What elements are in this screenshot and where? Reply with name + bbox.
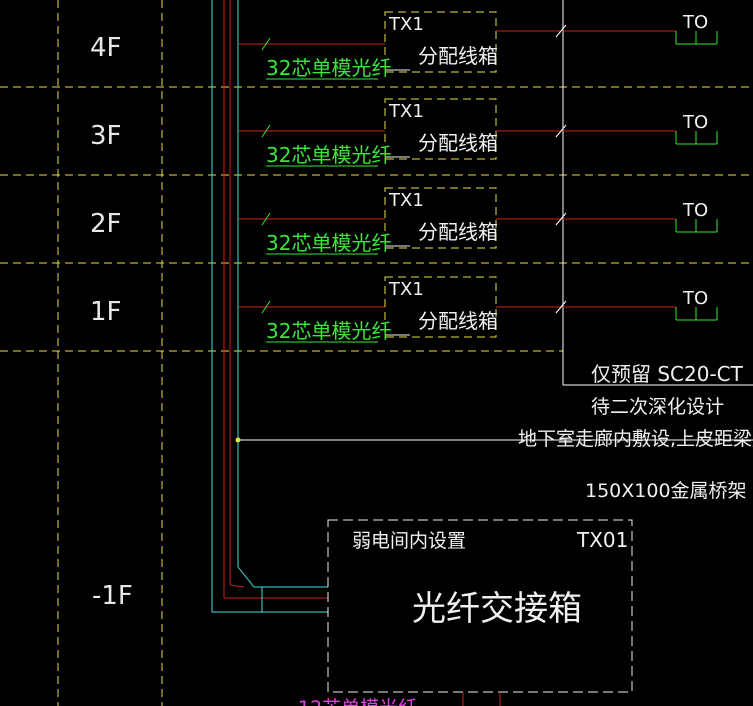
riser-bends	[211, 562, 328, 613]
distribution-box-3f	[384, 98, 497, 160]
floor-label-3f: 3F	[90, 121, 122, 151]
basement-note: 地下室走廊内敷设,上皮距梁底0	[518, 428, 753, 450]
outlet-label-2f: TO	[682, 200, 708, 221]
tray-note: 150X100金属桥架	[585, 480, 747, 502]
floor-label-b1f: -1F	[92, 581, 133, 611]
later-design-note: 待二次深化设计	[591, 396, 724, 418]
cable-label-4f: 32芯单模光纤	[266, 56, 391, 80]
outlet-label-3f: TO	[682, 112, 708, 133]
floor-4-equipment: TX1 分配线箱 32芯单模光纤 TO	[238, 11, 718, 80]
cable-label-2f: 32芯单模光纤	[266, 231, 391, 255]
box-code-2f: TX1	[388, 190, 424, 211]
box-name-2f: 分配线箱	[418, 220, 498, 244]
floor-2-equipment: TX1 分配线箱 32芯单模光纤 TO	[238, 187, 718, 255]
distribution-box-1f	[384, 276, 497, 338]
cable-label-1f: 32芯单模光纤	[266, 319, 391, 343]
box-name-1f: 分配线箱	[418, 309, 498, 333]
outlet-label-4f: TO	[682, 12, 708, 33]
distribution-box-4f	[384, 11, 497, 73]
distribution-box-2f	[384, 187, 497, 249]
floor-1-equipment: TX1 分配线箱 32芯单模光纤 TO	[238, 276, 718, 343]
box-name-4f: 分配线箱	[418, 44, 498, 68]
cable-label-3f: 32芯单模光纤	[266, 143, 391, 167]
floor-3-equipment: TX1 分配线箱 32芯单模光纤 TO	[238, 98, 718, 167]
main-box-name: 光纤交接箱	[412, 589, 582, 629]
box-code-4f: TX1	[388, 14, 424, 35]
box-name-3f: 分配线箱	[418, 131, 498, 155]
floor-label-1f: 1F	[90, 297, 122, 327]
bottom-cables	[462, 692, 501, 706]
box-code-3f: TX1	[388, 101, 424, 122]
reserve-lines	[238, 0, 753, 441]
main-box-location: 弱电间内设置	[352, 530, 466, 552]
floor-label-4f: 4F	[90, 33, 122, 63]
bottom-cable-label: 12芯单模光纤	[298, 697, 417, 706]
riser-lines	[211, 0, 239, 598]
reserve-note: 仅预留 SC20-CT	[591, 362, 744, 386]
main-box-code: TX01	[576, 528, 628, 552]
junction-dot	[235, 437, 241, 443]
floor-label-2f: 2F	[90, 209, 122, 239]
box-code-1f: TX1	[388, 279, 424, 300]
fiber-cross-connect-box	[327, 519, 633, 693]
outlet-label-1f: TO	[682, 288, 708, 309]
